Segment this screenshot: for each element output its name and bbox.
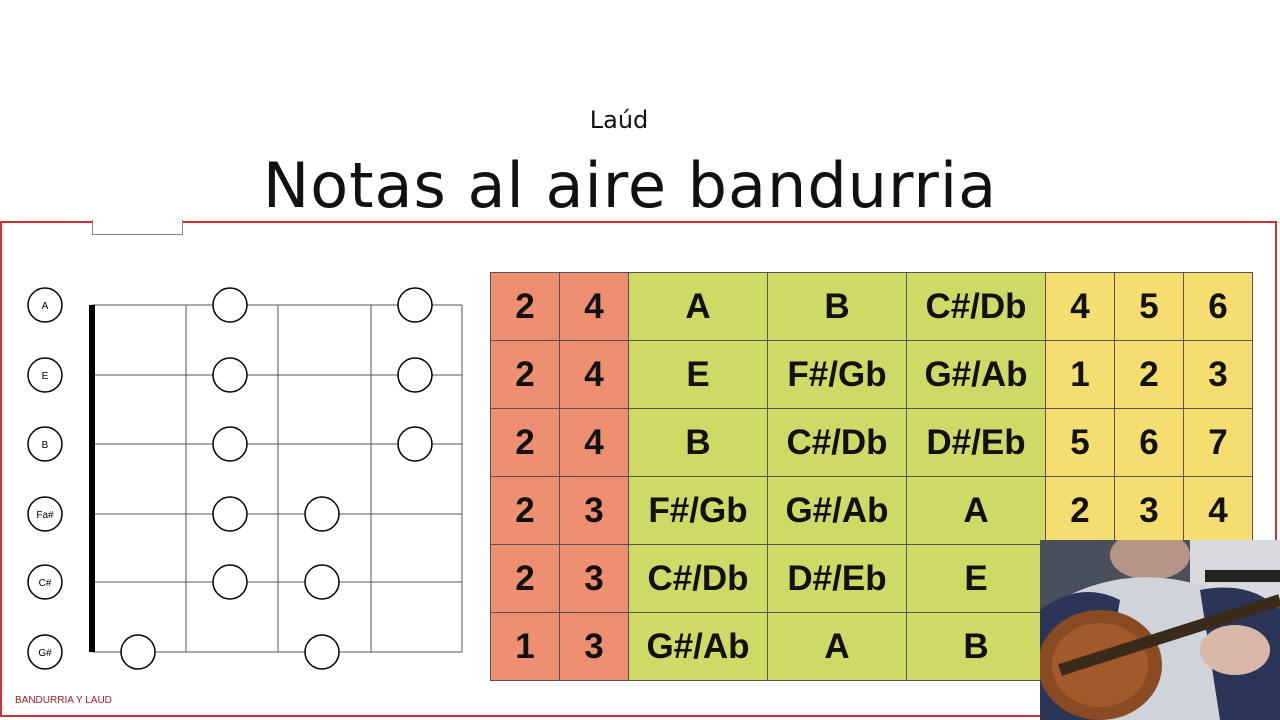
table-cell: 4 (1183, 476, 1253, 545)
string-label-circle (27, 496, 63, 532)
string-label-circle (27, 634, 63, 670)
table-cell: E (906, 544, 1046, 613)
fret-dot (397, 426, 433, 462)
string-label: B (42, 440, 49, 451)
table-cell: 4 (559, 340, 629, 409)
table-cell: 2 (490, 340, 560, 409)
table-cell: 4 (559, 408, 629, 477)
table-cell: B (906, 612, 1046, 681)
fret-dot (120, 634, 156, 670)
footer-label: BANDURRIA Y LAUD (15, 695, 112, 706)
fretboard-diagram: A E B Fa# C# G# (27, 287, 463, 670)
table-cell: 1 (1045, 340, 1115, 409)
string-label-circle (27, 564, 63, 600)
fret-dot (304, 564, 340, 600)
string-label: A (42, 301, 49, 312)
fret-dot (212, 357, 248, 393)
fret-dot (212, 426, 248, 462)
table-cell: C#/Db (628, 544, 768, 613)
table-cell: A (628, 272, 768, 341)
table-cell: 7 (1183, 408, 1253, 477)
table-cell: 1 (490, 612, 560, 681)
frame-tab (92, 220, 183, 235)
table-cell: 3 (559, 544, 629, 613)
webcam-overlay (1040, 540, 1280, 720)
string-label-circle (27, 426, 63, 462)
table-cell: 5 (1114, 272, 1184, 341)
string-label-circle (27, 357, 63, 393)
string-label: G# (38, 648, 52, 659)
table-cell: 4 (1045, 272, 1115, 341)
table-cell: 3 (559, 612, 629, 681)
string-label: E (42, 371, 49, 382)
table-cell: B (767, 272, 907, 341)
string-label: C# (39, 578, 52, 589)
table-cell: D#/Eb (767, 544, 907, 613)
table-cell: A (906, 476, 1046, 545)
fret-dot (212, 496, 248, 532)
table-cell: 5 (1045, 408, 1115, 477)
webcam-video (1040, 540, 1280, 720)
table-cell: C#/Db (906, 272, 1046, 341)
table-cell: 2 (1114, 340, 1184, 409)
slide-title: Notas al aire bandurria (262, 149, 998, 222)
fret-dot (212, 287, 248, 323)
table-cell: 3 (559, 476, 629, 545)
table-cell: 3 (1183, 340, 1253, 409)
table-cell: 2 (490, 544, 560, 613)
table-cell: E (628, 340, 768, 409)
table-cell: 3 (1114, 476, 1184, 545)
table-cell: C#/Db (767, 408, 907, 477)
subtitle: Laúd (589, 106, 649, 134)
fret-dot (304, 496, 340, 532)
content-frame (0, 221, 1277, 717)
table-cell: B (628, 408, 768, 477)
fret-dot (212, 564, 248, 600)
table-cell: G#/Ab (628, 612, 768, 681)
table-cell: F#/Gb (767, 340, 907, 409)
table-cell: 6 (1183, 272, 1253, 341)
table-cell: 2 (490, 272, 560, 341)
fret-dot (304, 634, 340, 670)
table-cell: 2 (490, 476, 560, 545)
table-cell: 4 (559, 272, 629, 341)
table-cell: F#/Gb (628, 476, 768, 545)
string-label-circle (27, 287, 63, 323)
table-cell: 2 (1045, 476, 1115, 545)
table-cell: 2 (490, 408, 560, 477)
table-cell: G#/Ab (767, 476, 907, 545)
fret-dot (397, 357, 433, 393)
fret-dot (397, 287, 433, 323)
string-label: Fa# (36, 510, 54, 521)
table-cell: G#/Ab (906, 340, 1046, 409)
table-cell: A (767, 612, 907, 681)
table-cell: 6 (1114, 408, 1184, 477)
table-cell: D#/Eb (906, 408, 1046, 477)
